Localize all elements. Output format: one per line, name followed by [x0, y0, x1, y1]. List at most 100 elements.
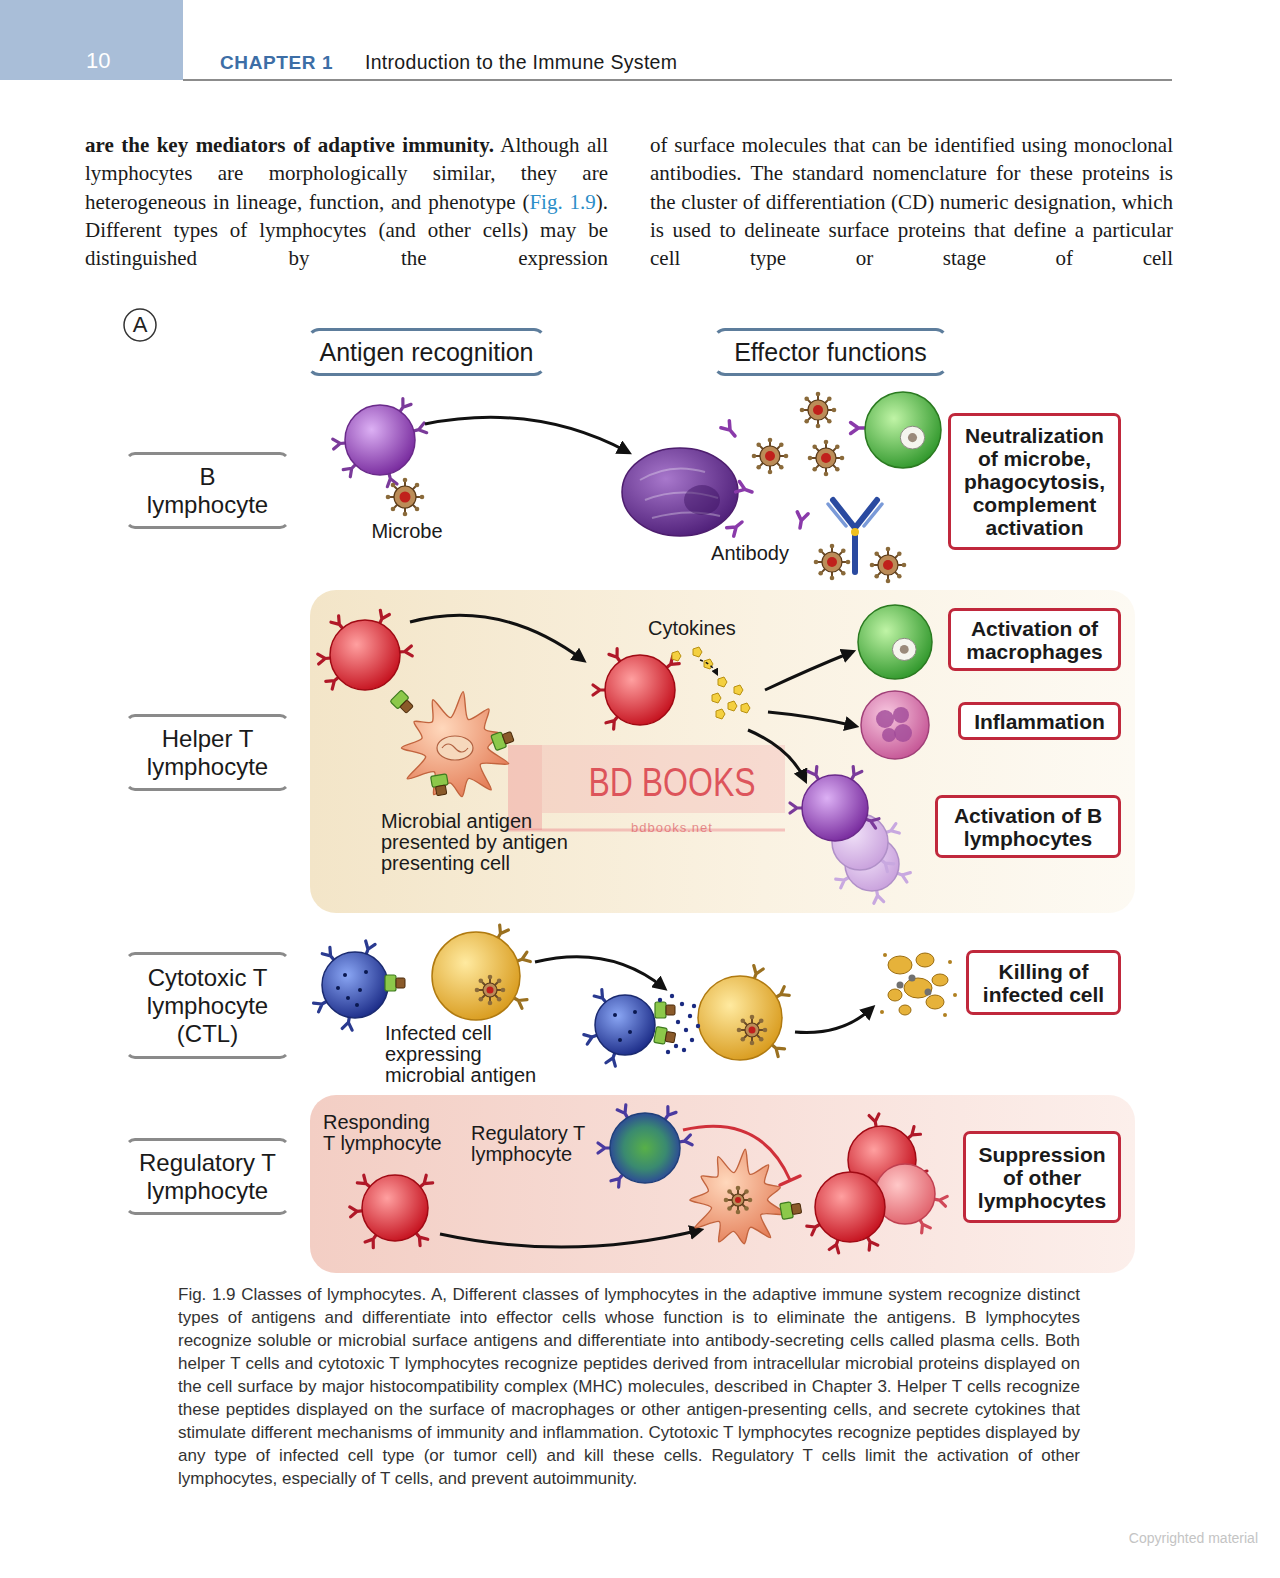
microbe-spike [752, 454, 757, 459]
microbe-spike [827, 396, 832, 401]
row-label: B lymphocyte [125, 452, 290, 529]
microbe-core [487, 987, 494, 994]
microbe-spike [744, 1189, 749, 1194]
effector-box: Killing of infected cell [966, 950, 1121, 1015]
granule [613, 1013, 617, 1017]
heading-text: Antigen recognition [319, 337, 533, 367]
microbe [483, 983, 497, 997]
figure-caption: Fig. 1.9 Classes of lymphocytes. A, Diff… [178, 1283, 1080, 1490]
microbe-core [765, 451, 775, 461]
microbe-spike [886, 547, 891, 552]
cytokine [741, 703, 750, 713]
microbe-spike [874, 574, 879, 579]
antibody-symbol [828, 500, 882, 572]
effector-box: Activation of macrophages [948, 608, 1121, 671]
microbe-spike [897, 574, 902, 579]
row-label: Helper T lymphocyte [125, 714, 290, 791]
microbe-spike [748, 1198, 753, 1203]
cell-fragment [932, 974, 948, 986]
microbe-spike [386, 495, 391, 500]
microbe-spike [768, 438, 773, 443]
granule [690, 1038, 694, 1042]
granule [676, 1020, 680, 1024]
granule [658, 998, 662, 1002]
microbe [745, 1023, 759, 1037]
receptor-symbol [851, 423, 866, 434]
arrow [768, 712, 855, 726]
microbe-spike [846, 560, 851, 565]
cell-fragment [904, 978, 932, 998]
microbe-spike [763, 1028, 768, 1033]
panel-label: Regulatory T lymphocyte [471, 1123, 593, 1165]
plasma-cell [622, 448, 738, 536]
microbe-spike [420, 495, 425, 500]
neutrophil-nucleus [894, 724, 912, 742]
chapter-title: Introduction to the Immune System [365, 51, 677, 74]
microbe-spike [835, 444, 840, 449]
phagosome [892, 638, 916, 660]
microbe-spike [415, 483, 420, 488]
microbe-spike [886, 579, 891, 584]
arrow [765, 652, 852, 690]
text-column: are the key mediators of adaptive immuni… [85, 131, 608, 272]
row-label-text: Regulatory T lymphocyte [138, 1149, 278, 1205]
arrow [425, 417, 628, 452]
microbe-spike [756, 465, 761, 470]
granule [696, 1024, 700, 1028]
granule [670, 994, 674, 998]
effector-box: Neutralization of microbe, phagocytosis,… [948, 413, 1121, 550]
granule [358, 988, 362, 992]
granule [355, 1003, 359, 1007]
microbe-spike [812, 467, 817, 472]
macrophage [865, 392, 941, 468]
microbe-core [827, 557, 837, 567]
header-rule [183, 79, 1172, 81]
microbe [878, 555, 898, 575]
granule [633, 1010, 637, 1014]
microbe-spike [800, 408, 805, 413]
microbe-core [749, 1027, 756, 1034]
cell-fragment [888, 989, 902, 1001]
effector-text: Inflammation [969, 710, 1110, 733]
receptor-symbol [795, 512, 809, 529]
granule [680, 1002, 684, 1006]
cytokine [716, 709, 725, 719]
microbe-spike [750, 1041, 755, 1046]
row-label: Regulatory T lymphocyte [125, 1138, 290, 1215]
microbe-spike [741, 1019, 746, 1024]
microbe-spike [497, 979, 502, 984]
microbe-spike [827, 419, 832, 424]
inhibition-line [683, 1126, 790, 1180]
microbe-spike [756, 442, 761, 447]
microbe-spike [824, 472, 829, 477]
granule [364, 970, 368, 974]
microbe-spike [497, 997, 502, 1002]
effector-text: Activation of macrophages [959, 617, 1110, 663]
phagosome [908, 433, 917, 442]
heading-text: Effector functions [734, 337, 927, 367]
neutrophil-nucleus [876, 710, 894, 728]
microbe-spike [814, 560, 819, 565]
microbe-spike [479, 997, 484, 1002]
microbe-spike [736, 1210, 741, 1215]
effector-text: Activation of B lymphocytes [946, 804, 1110, 850]
microbe-spike [812, 444, 817, 449]
row-label: Cytotoxic T lymphocyte (CTL) [125, 952, 290, 1059]
column-heading: Antigen recognition [307, 328, 546, 376]
microbe-spike [902, 563, 907, 568]
cell-body [432, 932, 520, 1020]
cell-body [802, 775, 868, 841]
apc-organelle [442, 744, 468, 752]
microbe-spike [724, 1198, 729, 1203]
column-heading: Effector functions [713, 328, 948, 376]
cytokine [712, 693, 721, 703]
microbe-spike [479, 979, 484, 984]
granule [343, 973, 347, 977]
figure-link: Fig. 1.9 [529, 190, 595, 214]
microbe-spike [750, 1015, 755, 1020]
microbe-spike [741, 1037, 746, 1042]
microbe-core [813, 405, 823, 415]
microbe-spike [897, 551, 902, 556]
neutrophil [861, 691, 929, 759]
cell-label: Antibody [690, 541, 810, 565]
